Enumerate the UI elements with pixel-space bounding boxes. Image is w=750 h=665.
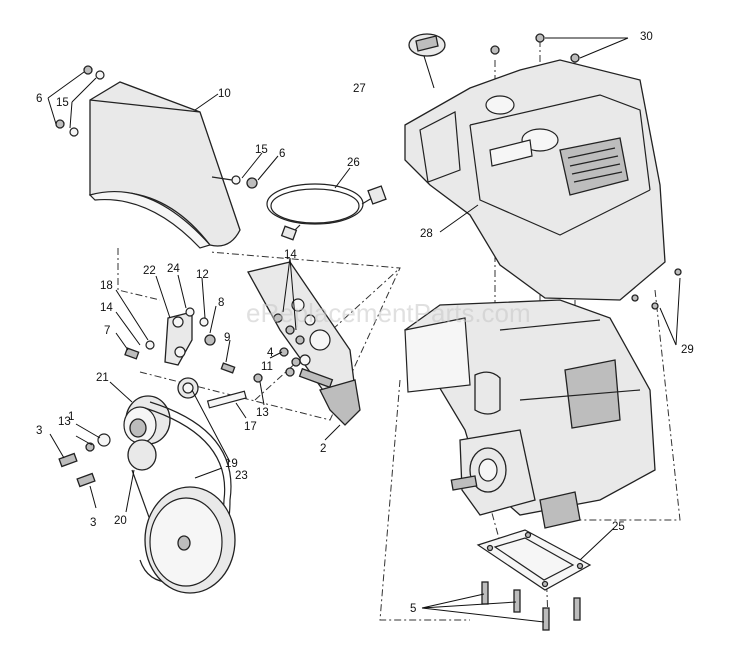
callout-2: 2 <box>320 443 326 455</box>
callout-13a: 13 <box>58 416 71 428</box>
power-cord <box>266 183 387 241</box>
pulley-bolts <box>58 452 96 488</box>
callout-labels: 6 15 10 15 6 26 27 30 28 29 14 22 24 12 … <box>36 31 694 615</box>
callout-14b: 14 <box>100 302 113 314</box>
mounting-bracket <box>247 261 361 426</box>
callout-23: 23 <box>235 470 248 482</box>
callout-6b: 6 <box>279 148 285 160</box>
callout-15b: 15 <box>255 144 268 156</box>
callout-3b: 3 <box>90 517 96 529</box>
cover-bolts <box>55 65 258 189</box>
callout-5: 5 <box>410 603 416 615</box>
callout-27: 27 <box>353 83 366 95</box>
callout-13b: 13 <box>256 407 269 419</box>
base-bolts <box>481 581 581 631</box>
callout-24: 24 <box>167 263 180 275</box>
callout-14a: 14 <box>284 249 297 261</box>
callout-10: 10 <box>218 88 231 100</box>
belt-cover <box>88 81 241 249</box>
callout-6a: 6 <box>36 93 42 105</box>
callout-8: 8 <box>218 297 224 309</box>
callout-30: 30 <box>640 31 653 43</box>
leader-lines <box>47 37 681 623</box>
callout-4: 4 <box>267 347 274 359</box>
callout-12: 12 <box>196 269 209 281</box>
callout-1: 1 <box>68 411 74 423</box>
engine-shroud <box>404 33 682 310</box>
idler-shaft <box>177 373 263 409</box>
watermark-text: eReplacementParts.com <box>246 298 531 328</box>
callout-25: 25 <box>612 521 625 533</box>
callout-7: 7 <box>104 325 110 337</box>
callout-28: 28 <box>420 228 433 240</box>
callout-11: 11 <box>261 361 273 373</box>
callout-18: 18 <box>100 280 113 292</box>
auger-pulley <box>144 486 236 594</box>
callout-29: 29 <box>681 344 694 356</box>
callout-26: 26 <box>347 157 360 169</box>
callout-15a: 15 <box>56 97 69 109</box>
callout-21: 21 <box>96 372 109 384</box>
fuel-cap <box>408 33 446 57</box>
callout-17: 17 <box>244 421 257 433</box>
base-gasket <box>476 529 592 591</box>
bracket-bolts <box>273 313 305 377</box>
idler-bracket <box>124 307 236 374</box>
callout-9: 9 <box>224 332 230 344</box>
engine-block <box>404 299 656 529</box>
callout-3a: 3 <box>36 425 42 437</box>
callout-19: 19 <box>225 458 238 470</box>
callout-22: 22 <box>143 265 156 277</box>
engine-pulley <box>85 395 171 471</box>
callout-20: 20 <box>114 515 127 527</box>
